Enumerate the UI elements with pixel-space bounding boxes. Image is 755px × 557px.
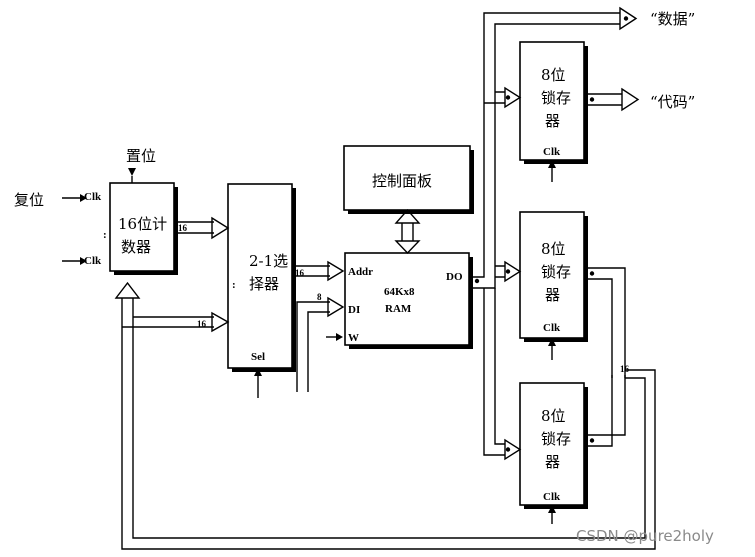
bus-width-latch-feedback: 16 (620, 364, 630, 374)
latch-mid-label-line1: 8位 (541, 240, 566, 258)
ram-do-label: DO (446, 271, 463, 283)
reset-label: 复位 (14, 191, 44, 209)
counter-block: 16位计 数器 Clk Clk : (84, 182, 178, 275)
mux-dot: : (232, 279, 236, 291)
bus-lines: 16 16 8 (114, 6, 656, 550)
latch-bot-clk-label: Clk (543, 491, 561, 503)
counter-label-line2: 数器 (121, 238, 151, 256)
latch-top-clk-label: Clk (543, 146, 561, 158)
mux-block: 2-1选 择器 : Sel (227, 183, 296, 372)
latch-bot-label-line1: 8位 (541, 407, 566, 425)
mux-label-line1: 2-1选 (249, 252, 288, 270)
counter-label-line1: 16位计 (118, 215, 167, 233)
ram-addr-label: Addr (348, 266, 373, 278)
bus-width-counter-mux: 16 (178, 223, 188, 233)
bus-width-di: 8 (317, 292, 322, 302)
bus-width-mux-ram: 16 (295, 268, 305, 278)
ram-block: Addr DI W DO 64Kx8 RAM (344, 252, 473, 349)
latch-bot-label-line2: 锁存 (541, 430, 571, 448)
counter-dot: : (103, 229, 107, 241)
mux-sel-label: Sel (251, 351, 265, 363)
code-output-label: “代码” (650, 93, 695, 111)
ram-w-label: W (348, 332, 359, 344)
bus-width-feedback-mux: 16 (197, 319, 207, 329)
mux-label-line2: 择器 (249, 275, 279, 293)
control-wires (62, 160, 556, 524)
ram-type-label: RAM (385, 303, 412, 315)
control-panel-block: 控制面板 (343, 145, 474, 214)
latch-top-label-line2: 锁存 (541, 89, 571, 107)
counter-clk-top-label: Clk (84, 191, 102, 203)
latch-top-block: 8位 锁存 器 Clk (519, 41, 588, 164)
control-panel-label: 控制面板 (372, 172, 432, 190)
latch-bot-block: 8位 锁存 器 Clk (519, 382, 588, 509)
latch-top-label-line3: 器 (545, 112, 560, 130)
latch-top-label-line1: 8位 (541, 66, 566, 84)
latch-mid-clk-label: Clk (543, 322, 561, 334)
latch-mid-label-line2: 锁存 (541, 263, 571, 281)
counter-clk-bottom-label: Clk (84, 255, 102, 267)
data-output-label: “数据” (650, 10, 695, 28)
ram-di-label: DI (348, 304, 360, 316)
preset-label: 置位 (126, 147, 156, 165)
latch-mid-block: 8位 锁存 器 Clk (519, 211, 588, 342)
watermark: CSDN @pure2holy (576, 527, 714, 545)
latch-mid-label-line3: 器 (545, 286, 560, 304)
ram-size-label: 64Kx8 (384, 286, 415, 298)
latch-bot-label-line3: 器 (545, 453, 560, 471)
